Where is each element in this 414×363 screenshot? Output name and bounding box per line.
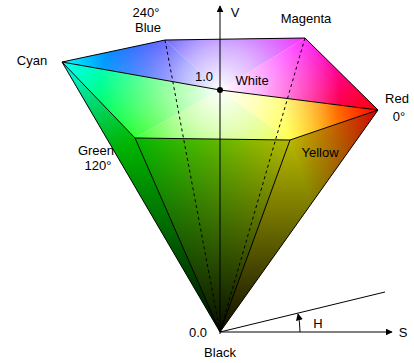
color-name: Green [78,144,114,157]
color-name: Blue [135,21,161,34]
angle-label: 240° [133,6,160,19]
value-label: 0.0 [189,326,207,339]
axis-label: S [399,326,408,339]
color-name: White [235,74,268,87]
color-name: Magenta [281,12,332,25]
color-name: Yellow [301,146,338,159]
color-name: Cyan [17,54,47,67]
color-name: Black [204,346,236,359]
color-name: Red [385,92,409,105]
angle-label: 0° [393,110,405,123]
value-label: 1.0 [195,70,213,83]
angle-label: 120° [85,159,112,172]
axis-label: H [313,317,322,330]
axis-label: V [231,6,240,19]
